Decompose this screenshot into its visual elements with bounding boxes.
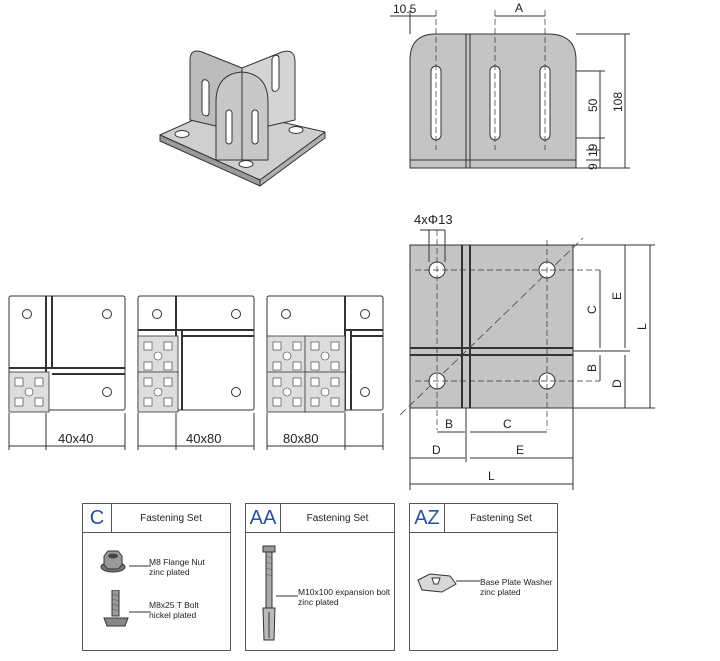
fastening-set-aa: AA Fastening Set M10x100 expansion bolt … bbox=[245, 503, 395, 651]
size-label-40x80: 40x80 bbox=[186, 431, 221, 446]
fastening-set-c: C Fastening Set M8 Flange Nut zinc plate… bbox=[82, 503, 231, 651]
plan-view-drawing: 4xΦ13 B C D E L C E L B D bbox=[399, 212, 655, 490]
dim-e-bottom: E bbox=[516, 443, 524, 457]
flange-nut-icon bbox=[100, 550, 126, 573]
item-label: M8 Flange Nut zinc plated bbox=[149, 557, 205, 577]
leader-line bbox=[276, 595, 298, 597]
washer-icon bbox=[417, 573, 457, 593]
t-bolt-icon bbox=[103, 590, 129, 627]
set-code: AZ bbox=[410, 504, 445, 532]
dim-c-bottom: C bbox=[503, 417, 512, 431]
panel-header: AZ Fastening Set bbox=[410, 504, 557, 533]
bracket-3d-view bbox=[159, 50, 326, 187]
leader-lines bbox=[129, 565, 151, 613]
set-code: AA bbox=[246, 504, 281, 532]
set-title: Fastening Set bbox=[140, 512, 202, 524]
item-label: M10x100 expansion bolt zinc plated bbox=[298, 587, 390, 607]
set-code: C bbox=[83, 504, 112, 532]
item-finish: nickel plated bbox=[149, 610, 197, 620]
dim-c-right: C bbox=[585, 305, 599, 314]
hole-label: 4xΦ13 bbox=[414, 212, 453, 227]
panel-header: C Fastening Set bbox=[83, 504, 230, 533]
size-label-40x40: 40x40 bbox=[58, 431, 93, 446]
set-title: Fastening Set bbox=[470, 512, 532, 524]
dim-50: 50 bbox=[586, 98, 600, 112]
item-name: Base Plate Washer bbox=[480, 577, 553, 587]
item-finish: zinc plated bbox=[480, 587, 521, 597]
expansion-bolt-icon bbox=[262, 545, 276, 641]
dim-9: 9 bbox=[586, 163, 600, 170]
item-name: M8 Flange Nut bbox=[149, 557, 205, 567]
dim-19: 19 bbox=[586, 143, 600, 157]
fastening-set-az: AZ Fastening Set Base Plate Washer zinc … bbox=[409, 503, 558, 651]
item-label: Base Plate Washer zinc plated bbox=[480, 577, 552, 597]
profile-size-views: 40x40 40x80 80x80 bbox=[8, 295, 384, 450]
item-finish: zinc plated bbox=[149, 567, 190, 577]
panel-header: AA Fastening Set bbox=[246, 504, 394, 533]
set-title: Fastening Set bbox=[306, 512, 369, 524]
dim-b-bottom: B bbox=[445, 417, 453, 431]
dim-10-5: 10.5 bbox=[393, 2, 417, 16]
dim-e-right: E bbox=[610, 292, 624, 300]
dim-d-right: D bbox=[610, 379, 624, 388]
elevation-drawing: 10.5 A 50 108 19 9 bbox=[390, 1, 630, 170]
size-label-80x80: 80x80 bbox=[283, 431, 318, 446]
leader-line bbox=[456, 580, 480, 582]
dim-108: 108 bbox=[611, 92, 625, 112]
dim-l-bottom: L bbox=[488, 469, 495, 483]
item-name: M10x100 expansion bolt bbox=[298, 587, 391, 597]
dim-d-bottom: D bbox=[432, 443, 441, 457]
item-finish: zinc plated bbox=[298, 597, 339, 607]
item-name: M8x25 T Bolt bbox=[149, 600, 199, 610]
dim-a-top: A bbox=[515, 1, 523, 15]
dim-l-right: L bbox=[635, 323, 649, 330]
dim-b-right: B bbox=[585, 364, 599, 372]
item-label: M8x25 T Bolt nickel plated bbox=[149, 600, 199, 620]
